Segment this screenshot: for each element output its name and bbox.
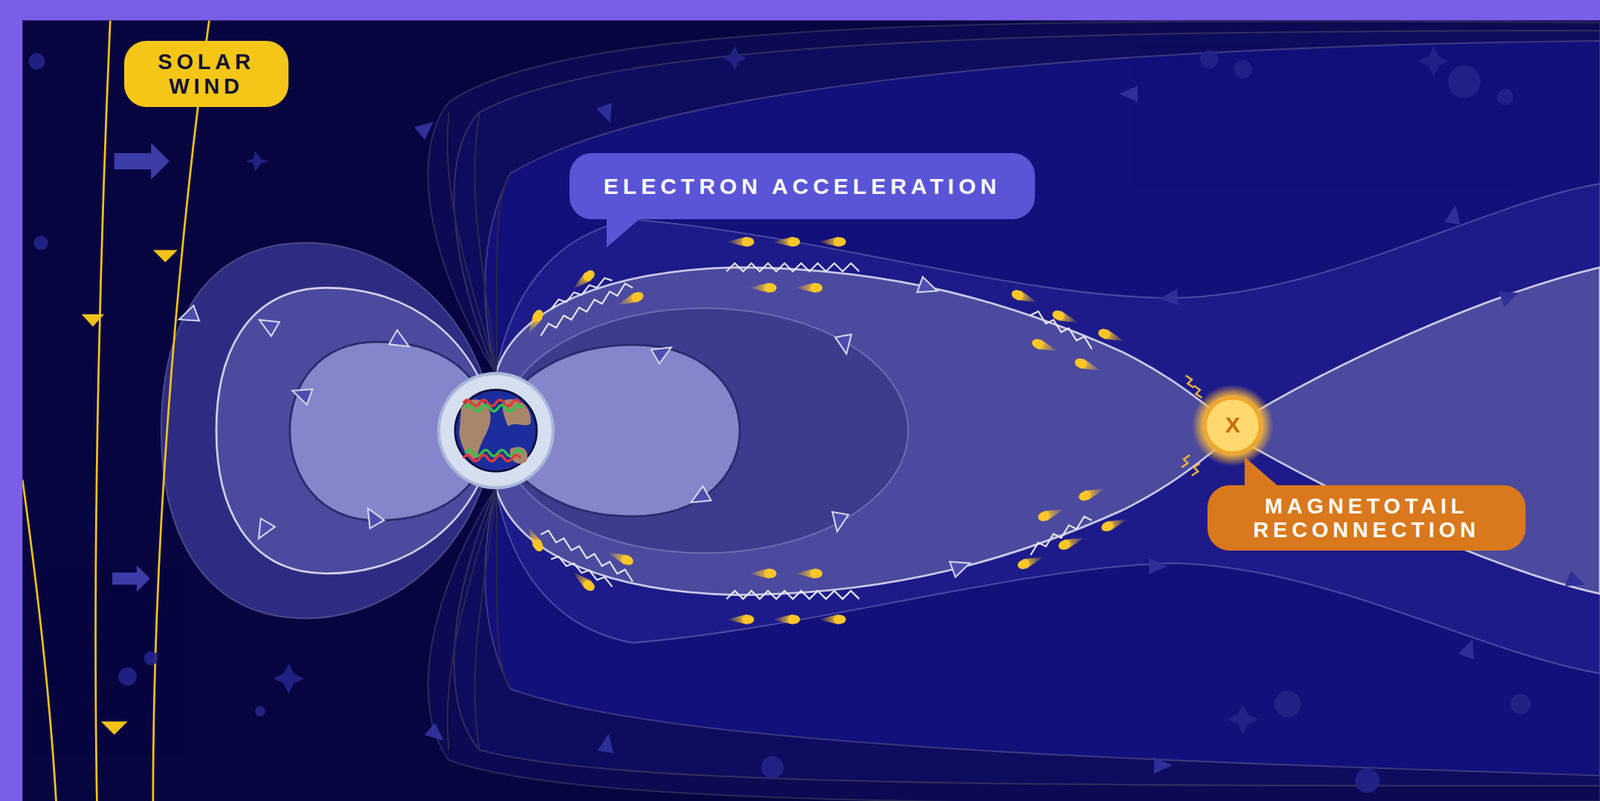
electron [1077,484,1108,504]
electron [1096,327,1127,347]
field-arrowhead [686,486,711,510]
field-arrowhead [424,722,450,748]
field-arrowhead [360,504,384,529]
wave-line [540,284,633,337]
solar-wind-arrow [112,565,151,593]
field-arrowhead [949,556,973,578]
bubble-tail [1244,457,1290,487]
callout-text: ELECTRON ACCELERATION [603,173,1001,200]
electron [1030,336,1061,357]
electron [726,237,754,248]
reconnection-glow [1191,385,1274,467]
solar-wind-field-line [153,20,209,801]
callout-text: SOLAR WIND [143,49,270,99]
field-arrowhead [917,277,941,299]
electron [1016,552,1047,572]
aurora [463,455,521,461]
electron [772,237,800,248]
electron [615,289,645,311]
electron [818,614,847,626]
field-arrowhead [414,115,439,140]
electron [1009,288,1040,308]
electron [1036,504,1067,525]
magnetosphere-envelope [428,20,1600,801]
electron [794,282,823,293]
callout-text: MAGNETOTAIL RECONNECTION [1226,494,1507,543]
field-arrowhead [251,518,275,543]
field-arrowhead [651,340,676,364]
field-arrowhead [388,330,413,354]
wave-line [1030,516,1092,556]
electron [794,568,823,580]
field-direction-arrows [176,85,1589,774]
energy-marks [1181,375,1202,476]
wave-line [540,530,633,583]
electron [772,614,800,626]
field-arrowhead [1565,571,1589,593]
magnetosphere-layer [454,30,1600,786]
field-arrowhead [1458,637,1481,661]
solar-wind-field-line [22,479,56,801]
cusp-field-lines [447,487,511,751]
plasma-sheet [495,267,1600,596]
electron [1099,514,1130,534]
earth [455,390,537,473]
pill-label: SOLAR WIND [124,40,289,108]
electron [1073,356,1104,377]
field-arrowhead [1119,85,1139,102]
electron [1050,308,1081,328]
field-arrowhead [289,383,314,406]
field-arrowhead [1153,757,1173,774]
continents [459,399,531,464]
field-arrowhead [1498,285,1522,308]
bubble-tail [606,217,652,248]
plasma-waves [540,263,1092,600]
electron [605,547,635,569]
electron [726,614,754,626]
field-arrowhead [834,334,855,356]
reconnection-mark: X [1225,412,1241,438]
field-arrowhead [1158,289,1179,308]
reconnection-site [1205,398,1261,454]
wave-line [726,263,859,272]
electron [1057,533,1087,553]
accelerated-electrons [523,237,1130,626]
stars [28,46,1531,794]
space-background [22,20,1600,801]
field-arrowhead [1148,558,1168,575]
wave-line [726,591,859,600]
plasma-sheet-boundary [495,183,1600,674]
speech-bubble: ELECTRON ACCELERATION [569,153,1035,220]
solar-wind-arrowhead [81,249,178,735]
lobe-region [484,40,1600,777]
solar-wind-field-line [95,20,111,801]
aurora [465,405,523,412]
solar-wind-arrow [114,142,170,180]
field-arrowhead [1444,203,1464,225]
field-arrowhead [255,313,279,337]
field-arrowhead [828,512,849,534]
electron [748,568,777,580]
electron [523,307,546,337]
electron [523,524,546,554]
electron [569,568,598,594]
field-arrowhead [597,733,618,754]
field-arrowhead [596,102,618,126]
field-arrowhead [176,305,200,328]
electron [818,237,847,248]
speech-bubble: MAGNETOTAIL RECONNECTION [1207,485,1526,551]
electron [569,267,598,293]
electron [748,282,777,293]
cusp-field-lines [447,112,511,374]
earth-halo [438,373,554,489]
